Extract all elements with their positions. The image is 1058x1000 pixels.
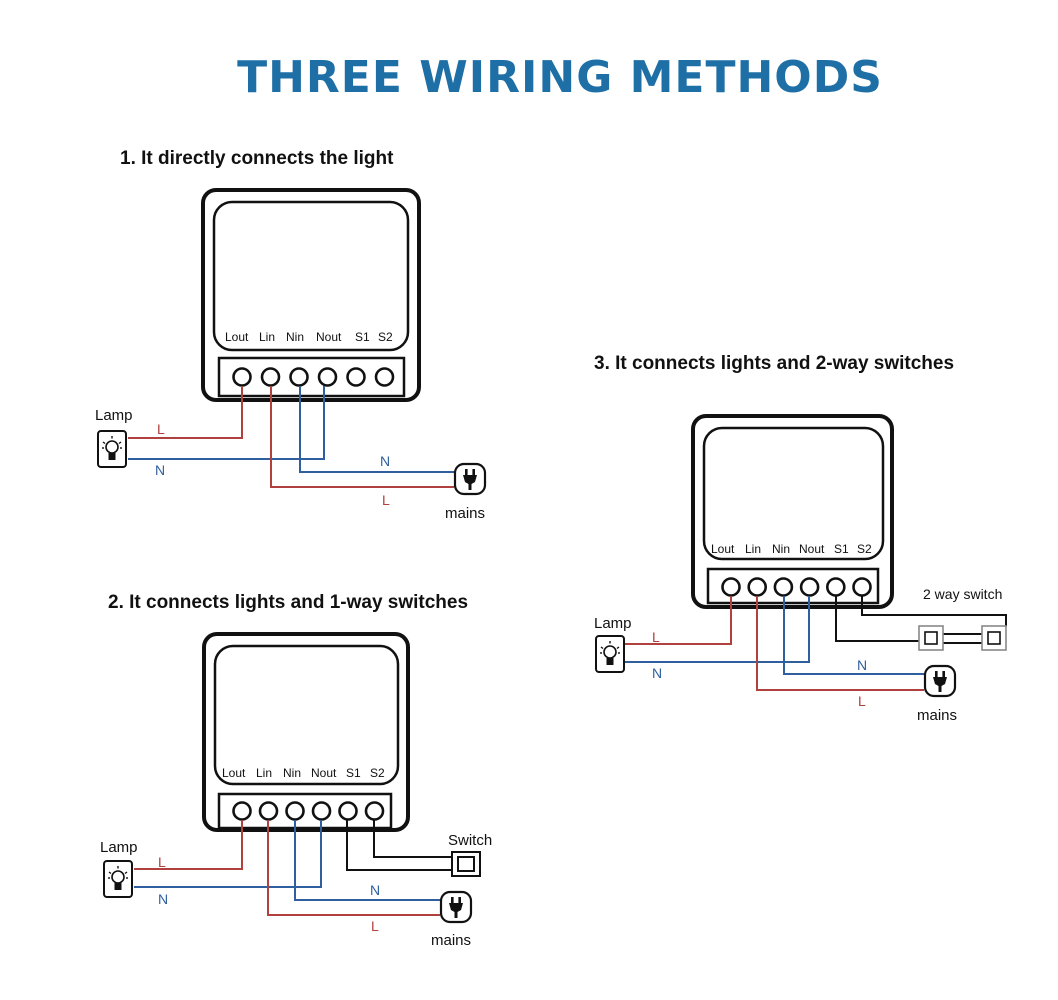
terminal-label-s1: S1	[834, 542, 849, 556]
lamp-icon	[103, 860, 133, 898]
method-1-diagram: Lout Lin Nin Nout S1 S2 L N N L Lamp mai…	[95, 188, 487, 522]
wire-label-neutral: N	[155, 462, 165, 478]
lamp-icon	[97, 430, 127, 468]
neutral-wire-mains	[294, 820, 440, 901]
wire-label-live: L	[652, 629, 660, 645]
terminal-screw-nout	[311, 801, 332, 821]
terminal-screw-lout	[232, 367, 252, 387]
terminal-screw-s1	[346, 367, 366, 387]
switch-wire-s2	[373, 820, 452, 858]
plug-icon	[439, 890, 473, 924]
neutral-wire-mains	[299, 386, 454, 473]
method-1-heading: 1. It directly connects the light	[120, 148, 394, 169]
switch-wire-s1	[835, 596, 921, 642]
terminal-label-s2: S2	[857, 542, 872, 556]
terminal-screw-s2	[364, 801, 385, 821]
terminal-label-nin: Nin	[772, 542, 790, 556]
lamp-label: Lamp	[594, 615, 632, 632]
terminal-screw-lin	[258, 801, 279, 821]
method-3-diagram: Lout Lin Nin Nout S1 S2 L N N L Lamp 2 w…	[594, 414, 1007, 724]
terminal-screw-s1	[825, 577, 846, 597]
live-wire-mains	[756, 596, 924, 691]
relay-face-1	[212, 200, 410, 352]
two-way-switch-icon	[981, 625, 1007, 651]
wire-label-live: L	[371, 918, 379, 934]
terminal-label-nout: Nout	[316, 330, 342, 344]
terminal-label-nin: Nin	[286, 330, 304, 344]
wire-label-neutral: N	[857, 657, 867, 673]
wire-label-live: L	[382, 492, 390, 508]
terminal-screw-lout	[232, 801, 252, 821]
lamp-label: Lamp	[100, 839, 138, 856]
lamp-label: Lamp	[95, 407, 133, 424]
terminal-screw-nin	[773, 577, 794, 597]
neutral-wire-lamp	[134, 820, 322, 888]
terminal-screw-nin	[289, 367, 309, 387]
terminal-screw-nout	[799, 577, 820, 597]
switch-label: Switch	[448, 832, 492, 849]
terminal-screw-s1	[338, 801, 358, 821]
live-wire-lamp	[134, 820, 243, 870]
neutral-wire-lamp	[128, 386, 325, 460]
live-wire-lamp	[128, 386, 243, 439]
terminal-screws-3	[721, 577, 872, 597]
wire-label-live: L	[157, 421, 165, 437]
terminal-label-s1: S1	[346, 766, 361, 780]
neutral-wire-lamp	[625, 596, 810, 663]
plug-icon	[453, 462, 487, 496]
wire-label-live: L	[158, 854, 166, 870]
terminal-screws-2	[232, 801, 385, 821]
live-wire-mains	[270, 386, 454, 488]
wire-label-neutral: N	[652, 665, 662, 681]
live-wire-lamp	[625, 596, 732, 645]
terminal-screw-lin	[260, 367, 281, 387]
wire-label-neutral: N	[380, 453, 390, 469]
relay-face-2	[213, 644, 400, 786]
terminal-label-s2: S2	[378, 330, 393, 344]
switch-icon	[451, 851, 481, 877]
method-2-diagram: Lout Lin Nin Nout S1 S2 L N N L Lamp Swi…	[100, 632, 492, 949]
lamp-icon	[595, 635, 625, 673]
wire-label-live: L	[858, 693, 866, 709]
terminal-label-lin: Lin	[256, 766, 272, 780]
terminal-screw-s2	[852, 577, 872, 597]
terminal-label-lin: Lin	[259, 330, 275, 344]
mains-label: mains	[431, 932, 471, 949]
wire-label-neutral: N	[158, 891, 168, 907]
terminal-label-s1: S1	[355, 330, 370, 344]
terminal-label-s2: S2	[370, 766, 385, 780]
terminal-screws-1	[232, 367, 395, 387]
terminal-screw-lin	[747, 577, 768, 597]
neutral-wire-mains	[783, 596, 924, 675]
terminal-label-lout: Lout	[711, 542, 735, 556]
terminal-label-lout: Lout	[225, 330, 249, 344]
terminal-label-nout: Nout	[799, 542, 825, 556]
terminal-label-lout: Lout	[222, 766, 246, 780]
terminal-label-nin: Nin	[283, 766, 301, 780]
switch-wire-s1	[346, 820, 452, 871]
plug-icon	[923, 664, 957, 698]
terminal-screw-nin	[285, 801, 305, 821]
terminal-screw-s2	[374, 367, 395, 387]
terminal-screw-lout	[721, 577, 741, 597]
relay-face-3	[702, 426, 885, 561]
terminal-label-nout: Nout	[311, 766, 337, 780]
method-2-heading: 2. It connects lights and 1-way switches	[108, 592, 469, 613]
live-wire-mains	[267, 820, 440, 916]
mains-label: mains	[917, 707, 957, 724]
terminal-screw-nout	[317, 367, 338, 387]
terminal-label-lin: Lin	[745, 542, 761, 556]
mains-label: mains	[445, 505, 485, 522]
method-3-heading: 3. It connects lights and 2-way switches	[594, 353, 955, 374]
switch-wire-s2	[861, 596, 1007, 626]
two-way-switch-icon	[918, 625, 944, 651]
switch-label: 2 way switch	[923, 586, 1002, 602]
wire-label-neutral: N	[370, 882, 380, 898]
page-title: THREE WIRING METHODS	[237, 52, 883, 103]
